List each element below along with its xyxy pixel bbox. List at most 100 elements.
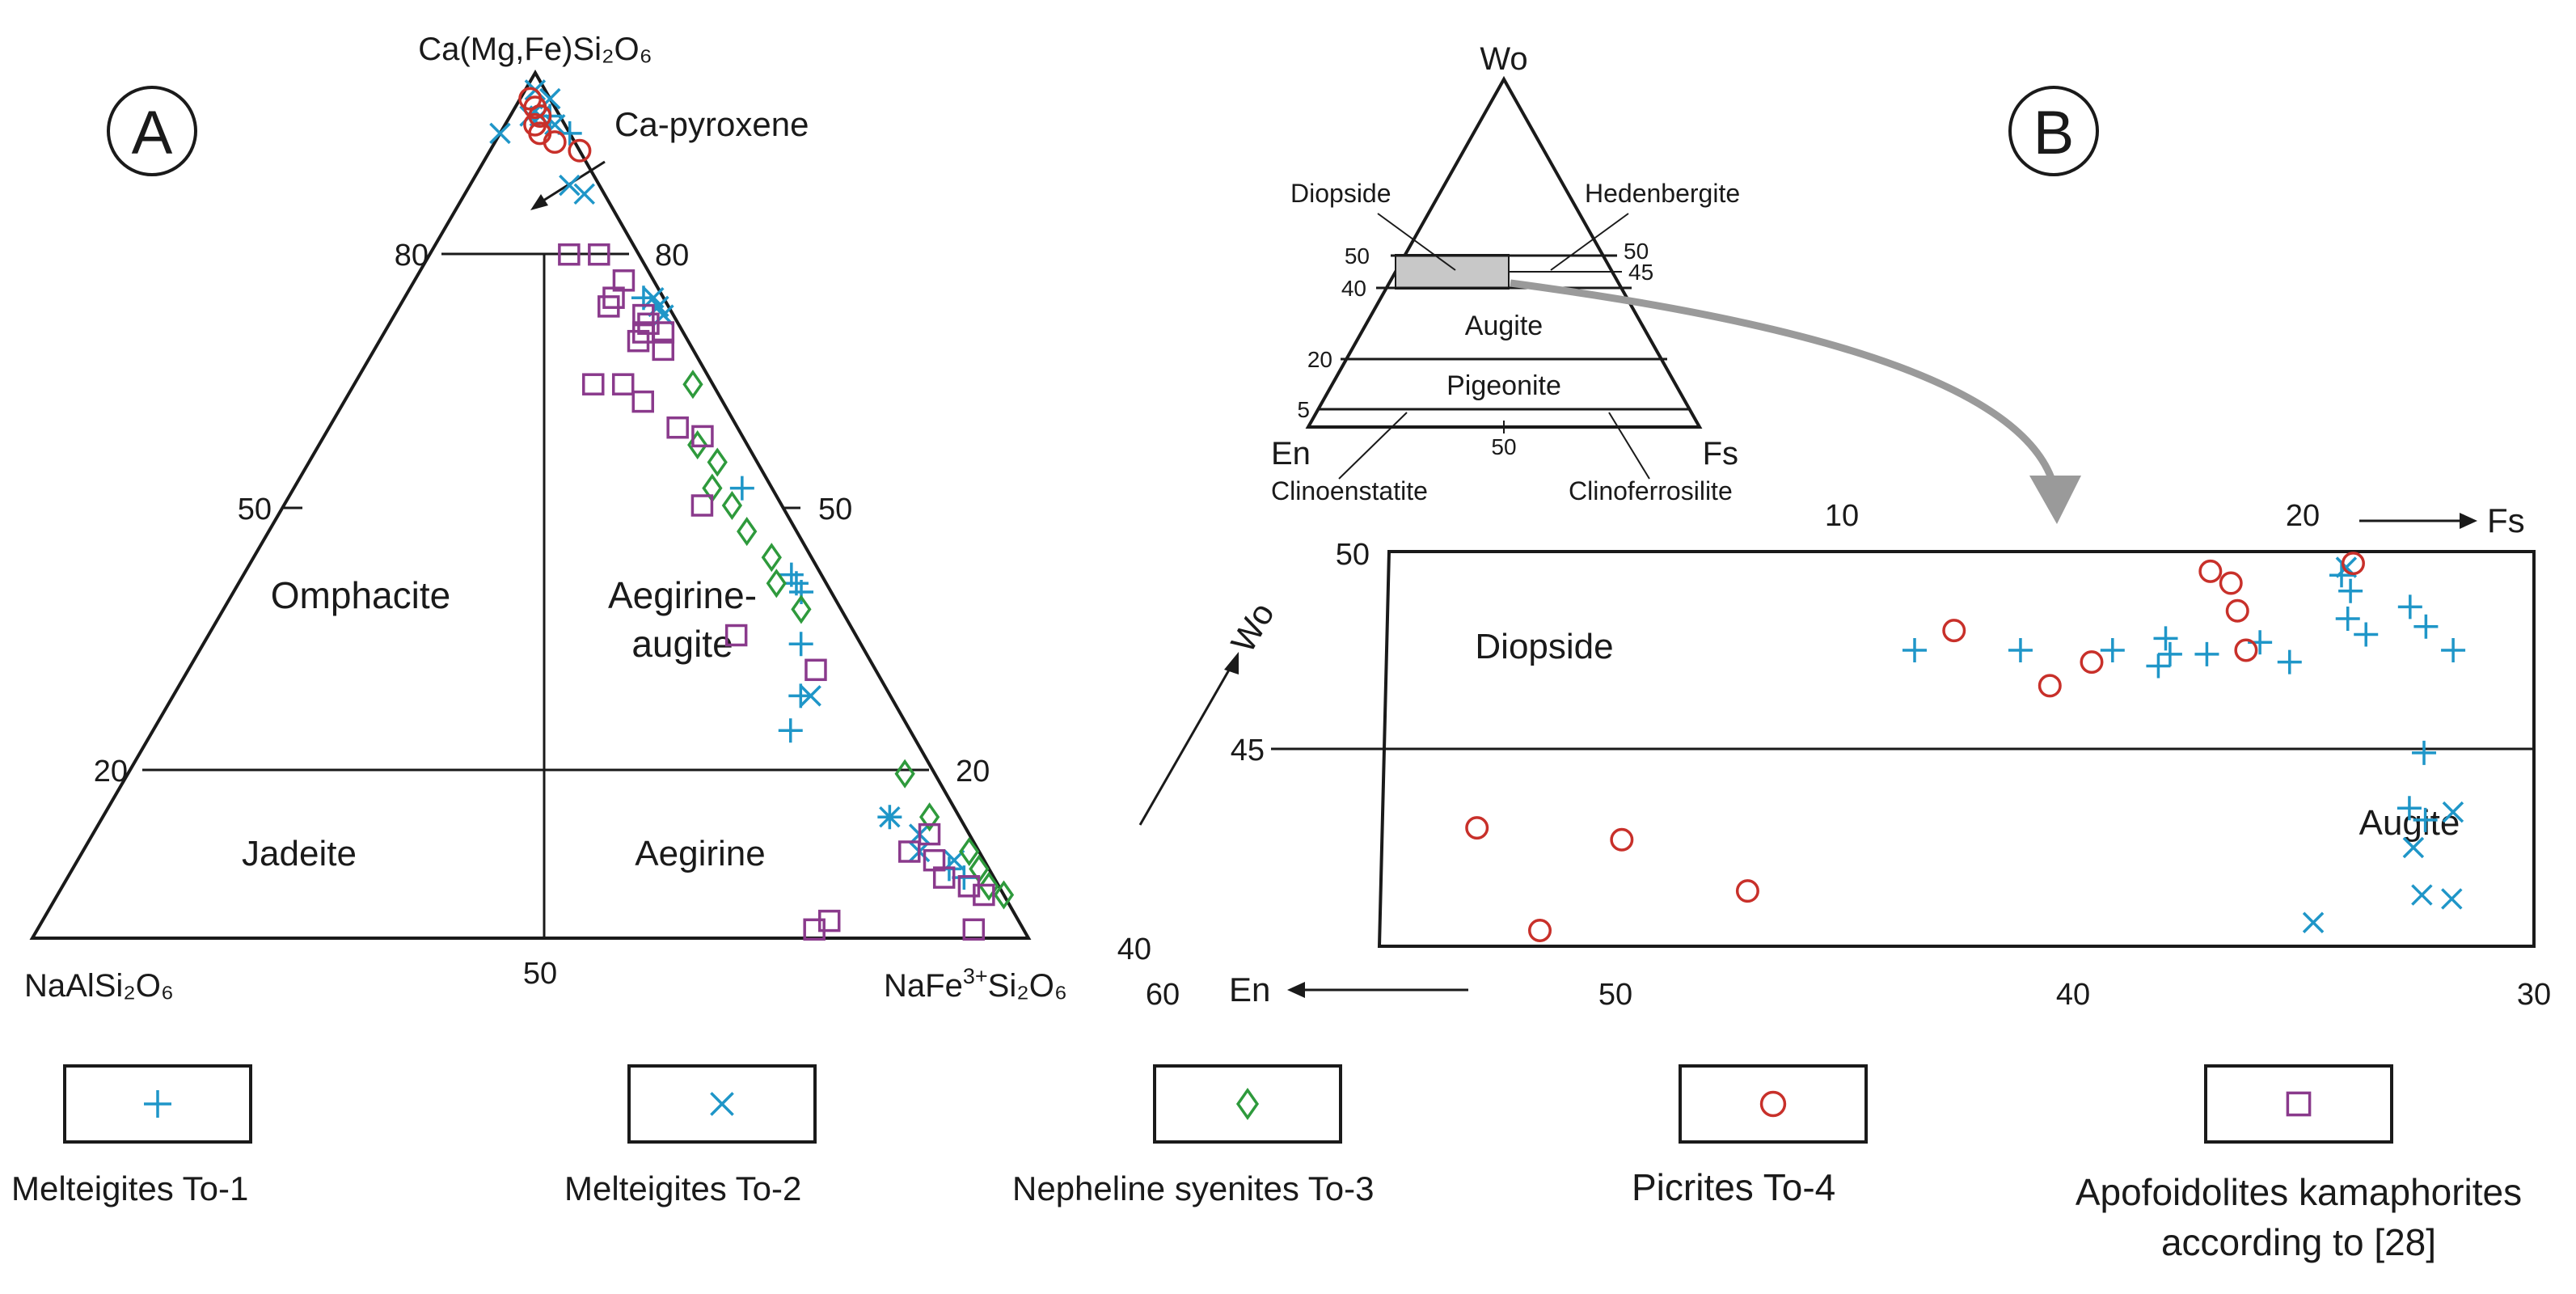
ternary-point-to3 (959, 836, 980, 867)
quad-point-to2 (2302, 911, 2325, 933)
legend-box-kamaphorites (2204, 1064, 2393, 1144)
inset-tick-l5: 5 (1297, 397, 1310, 422)
quad-label-diopside: Diopside (1475, 627, 1613, 666)
ternary-point-to3 (721, 490, 743, 521)
quad-point-to1 (2335, 606, 2360, 631)
inset-tick-l20: 20 (1307, 347, 1332, 372)
ternary-point-to2 (800, 685, 821, 707)
quad-point-to1 (2277, 649, 2302, 674)
ternary-point-kamaphorites (631, 390, 654, 413)
legend-label-kamaphorites-line1: Apofoidolites kamaphorites (2076, 1171, 2522, 1213)
ternary-point-to1 (778, 718, 803, 743)
ternary-point-to2 (544, 113, 566, 136)
ternary-point-kamaphorites (724, 624, 748, 647)
legend-box-to1 (63, 1064, 252, 1144)
legend-symbol-to2 (710, 1092, 734, 1116)
zoom-connector-arrow (1510, 279, 2058, 487)
legend-label-to3: Nepheline syenites To-3 (1012, 1169, 1375, 1207)
ternary-point-kamaphorites (690, 494, 714, 517)
quad-point-to1 (2412, 740, 2437, 765)
ternary-point-to4 (568, 138, 592, 163)
ternary-point-to3 (791, 594, 812, 624)
ternary-outline (29, 69, 1032, 940)
ternary-point-kamaphorites (962, 918, 986, 941)
field-aegirine-augite-line2: augite (631, 623, 733, 665)
fs-tick-10: 10 (1825, 499, 1859, 533)
fs-tick-20: 20 (2286, 499, 2320, 533)
ternary-point-to3 (707, 447, 728, 477)
pyroxene-quadrilateral-inset: Wo En Fs Diopside Hedenbergite Augite Pi… (1271, 41, 2081, 524)
inset-apex-en: En (1271, 436, 1311, 472)
quad-point-to4 (2038, 674, 2062, 698)
ternary-tick-label-left-20: 20 (94, 755, 128, 789)
legend-marker-kamaphorites (2286, 1091, 2312, 1117)
quad-point-to1 (2338, 578, 2363, 603)
quad-point-to4 (2198, 559, 2223, 583)
legend-item-to2: Melteigites To-2 (564, 1064, 817, 1207)
ternary-point-to2 (573, 183, 595, 205)
ternary-point-kamaphorites (898, 840, 921, 863)
legend-marker-to3 (1235, 1087, 1260, 1121)
inset-clinoferrosilite-pointer (1608, 412, 1650, 480)
inset-tick-r45: 45 (1628, 260, 1653, 285)
ternary-point-kamaphorites (652, 321, 675, 344)
field-ca-pyroxene: Ca-pyroxene (614, 105, 809, 143)
quad-plot-outline (1377, 550, 2536, 948)
field-omphacite: Omphacite (271, 574, 450, 616)
en-axis-arrowhead (1287, 982, 1305, 998)
panel-b: B Wo En Fs Diopside Hedenbergite Augite … (1117, 41, 2551, 1012)
panel-a-letter: A (132, 99, 173, 167)
ternary-point-to3 (682, 370, 703, 400)
en-tick-40: 40 (2056, 978, 2090, 1012)
ternary-point-kamaphorites (588, 243, 610, 266)
quadrilateral-plot: Diopside Augite Wo En Fs 60 50 40 30 10 … (1117, 499, 2551, 1012)
fs-axis-label: Fs (2487, 501, 2525, 539)
ternary-point-to2 (489, 122, 511, 145)
ternary-point-kamaphorites (932, 866, 956, 889)
quad-point-to4 (2080, 650, 2104, 674)
legend-box-to3 (1153, 1064, 1342, 1144)
quad-point-to1 (2008, 638, 2033, 662)
ternary-point-kamaphorites (627, 329, 650, 353)
legend-item-to4: Picrites To-4 (1632, 1064, 1868, 1208)
ternary-tick-label-right-20: 20 (956, 755, 990, 789)
ca-pyroxene-pointer-head (530, 194, 548, 210)
quad-point-to4 (1610, 827, 1634, 852)
ternary-point-to3 (737, 517, 758, 547)
inset-label-pigeonite: Pigeonite (1446, 370, 1561, 401)
quad-point-to4 (1735, 879, 1759, 903)
ternary-point-kamaphorites (804, 658, 827, 682)
ternary-tick-label-right-50: 50 (818, 493, 852, 526)
panel-a: A Ca(Mg,Fe)Si₂O₆ NaAlSi₂O₆ NaFe3+Si₂O₆ C… (24, 32, 1067, 1004)
legend-symbol-kamaphorites (2286, 1091, 2312, 1117)
ternary-point-kamaphorites (691, 425, 714, 448)
wo-tick-40: 40 (1117, 932, 1151, 966)
ternary-point-kamaphorites (582, 373, 605, 395)
quad-point-to1 (1902, 638, 1928, 662)
quad-point-to4 (2234, 638, 2258, 662)
quad-point-to1 (2157, 641, 2182, 666)
legend-marker-to4 (1759, 1090, 1787, 1118)
ternary-point-to1 (788, 632, 813, 657)
ternary-point-kamaphorites (652, 338, 674, 362)
ternary-point-to3 (894, 759, 915, 789)
quad-point-to1 (2413, 614, 2439, 639)
ternary-point-to4 (543, 130, 567, 154)
field-aegirine: Aegirine (635, 834, 765, 873)
ternary-point-kamaphorites (666, 416, 689, 439)
en-tick-60: 60 (1146, 978, 1180, 1012)
wo-tick-50: 50 (1336, 538, 1370, 572)
legend-item-to3: Nepheline syenites To-3 (1012, 1064, 1375, 1207)
legend-symbol-to4 (1759, 1090, 1787, 1118)
ternary-tick-label-bottom-50: 50 (523, 957, 557, 991)
quad-points (1465, 552, 2466, 942)
ternary-point-kamaphorites (973, 883, 995, 907)
inset-highlight-box (1395, 254, 1510, 290)
legend-label-to4: Picrites To-4 (1632, 1166, 1835, 1208)
ternary-tick-label-left-50: 50 (238, 493, 272, 526)
ternary-tick-label-right-80: 80 (655, 239, 689, 273)
apex-aegirine-label-base: NaFe (884, 968, 963, 1004)
wo-axis-arrow (1138, 661, 1235, 826)
apex-aegirine-label-sup: 3+ (963, 964, 988, 988)
quad-point-to1 (2146, 653, 2171, 679)
